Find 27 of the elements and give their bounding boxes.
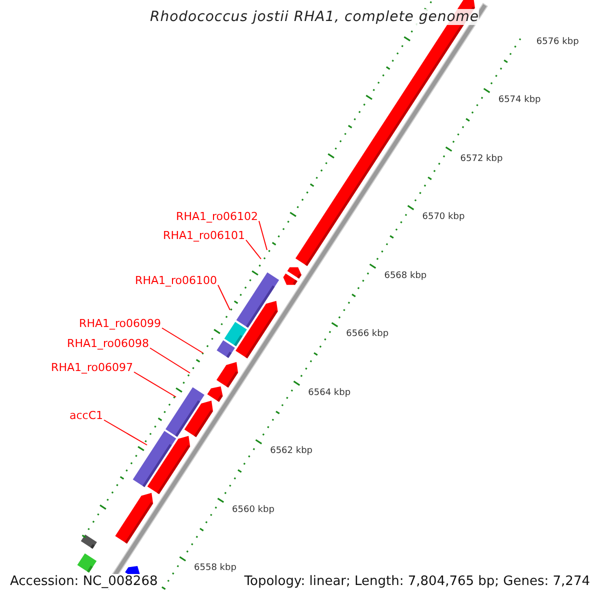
gene-label: RHA1_ro06100 xyxy=(135,274,217,288)
genome-stats: Topology: linear; Length: 7,804,765 bp; Genes: 7,274 xyxy=(244,574,590,589)
gene-label: RHA1_ro06097 xyxy=(51,361,133,375)
scale-label: 6560 kbp xyxy=(232,504,274,515)
scale-label: 6572 kbp xyxy=(460,154,503,164)
scale-label: 6558 kbp xyxy=(194,563,236,574)
scale-label: 6562 kbp xyxy=(270,446,312,456)
gene-label: RHA1_ro06102 xyxy=(176,210,258,224)
scale-label: 6574 kbp xyxy=(498,95,541,106)
leader-line xyxy=(258,220,268,250)
title: Rhodococcus jostii RHA1, complete genome xyxy=(150,9,480,25)
gene-label: RHA1_ro06101 xyxy=(163,229,245,243)
leader-line xyxy=(150,348,190,374)
scale-label: 6576 kbp xyxy=(536,36,579,47)
gene-label: accC1 xyxy=(69,409,103,423)
leader-line xyxy=(134,372,176,398)
scale-label: 6564 kbp xyxy=(308,388,351,398)
gene-label: RHA1_ro06099 xyxy=(79,317,161,331)
gene-label: RHA1_ro06098 xyxy=(67,337,149,351)
leader-line xyxy=(218,284,230,310)
scale-label: 6566 kbp xyxy=(346,329,389,340)
scale-label: 6568 kbp xyxy=(384,270,427,281)
leader-line xyxy=(162,328,204,354)
scale-label: 6570 kbp xyxy=(422,212,465,222)
accession-label: Accession: NC_008268 xyxy=(10,574,158,589)
leader-line xyxy=(246,240,262,260)
leader-line xyxy=(104,420,148,446)
